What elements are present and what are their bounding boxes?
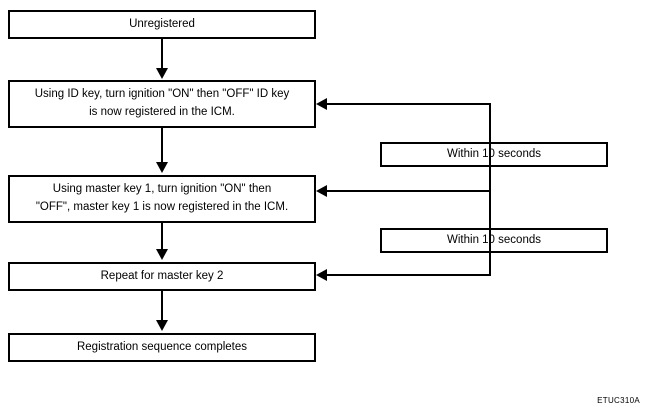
flow-node-master-key-2-step-label: Repeat for master key 2 [100,269,224,282]
flow-node-id-key-step-label: Using ID key, turn ignition "ON" then "O… [34,88,290,118]
flow-node-unregistered-label: Unregistered [129,17,195,30]
flow-node-id-key-step: Using ID key, turn ignition "ON" then "O… [8,80,316,128]
arrowhead-left-to-id-key [316,98,327,110]
arrowhead-down-to-master-key-1 [156,162,168,173]
flow-node-timeout-2: Within 10 seconds [380,228,608,253]
flow-node-timeout-1: Within 10 seconds [380,142,608,167]
connector-timing-branch-to-master-key-1 [327,190,490,192]
arrowhead-down-to-complete [156,320,168,331]
arrowhead-down-to-id-key [156,68,168,79]
flow-node-timeout-1-label: Within 10 seconds [447,147,541,160]
connector-master-key-2-to-complete [161,291,163,322]
connector-timing-branch-to-id-key [327,103,490,105]
connector-id-key-to-master-key-1 [161,128,163,164]
arrowhead-down-to-master-key-2 [156,249,168,260]
flow-node-unregistered: Unregistered [8,10,316,39]
connector-master-key-1-to-master-key-2 [161,223,163,251]
arrowhead-left-to-master-key-2 [316,269,327,281]
flow-node-registration-complete: Registration sequence completes [8,333,316,362]
flow-node-registration-complete-label: Registration sequence completes [76,340,248,353]
connector-timing-branch-to-master-key-2 [327,274,490,276]
flow-node-master-key-1-step: Using master key 1, turn ignition "ON" t… [8,175,316,223]
arrowhead-left-to-master-key-1 [316,185,327,197]
connector-timing-bus-vertical [489,103,491,276]
plate-id-label: ETUC310A [597,396,640,405]
flow-node-master-key-2-step: Repeat for master key 2 [8,262,316,291]
connector-unregistered-to-id-key [161,39,163,70]
flow-node-master-key-1-step-label: Using master key 1, turn ignition "ON" t… [35,183,289,213]
flow-node-timeout-2-label: Within 10 seconds [447,233,541,246]
